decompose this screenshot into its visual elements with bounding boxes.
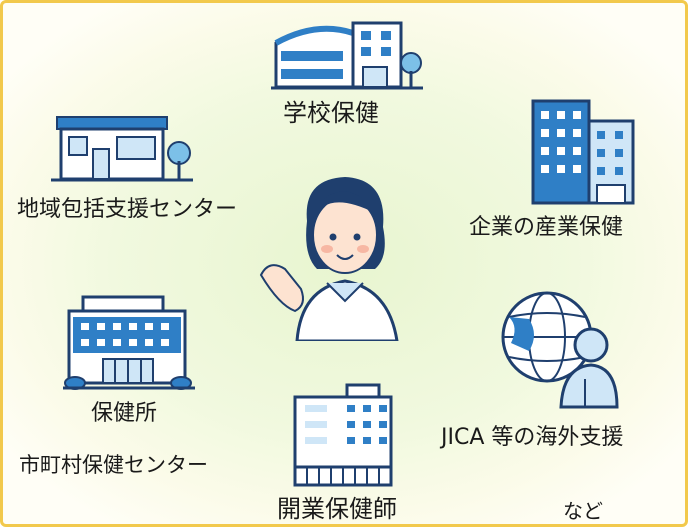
label-community-center: 地域包括支援センター <box>17 197 238 222</box>
private-practice-building-icon <box>293 383 393 487</box>
label-municipal-center: 市町村保健センター <box>19 453 208 477</box>
label-company-health: 企業の産業保健 <box>469 215 624 240</box>
company-building-icon <box>531 99 635 205</box>
public-health-nurse-icon <box>259 177 399 341</box>
label-overseas-support: JICA 等の海外支援 <box>441 425 624 450</box>
school-building-icon <box>271 21 423 90</box>
label-private-practice: 開業保健師 <box>277 495 397 523</box>
globe-person-icon <box>501 291 619 409</box>
label-health-center: 保健所 <box>91 401 158 426</box>
health-center-building-icon <box>63 295 195 390</box>
label-school-health: 学校保健 <box>283 99 379 127</box>
community-center-icon <box>51 116 193 182</box>
label-etc: など <box>563 499 603 523</box>
